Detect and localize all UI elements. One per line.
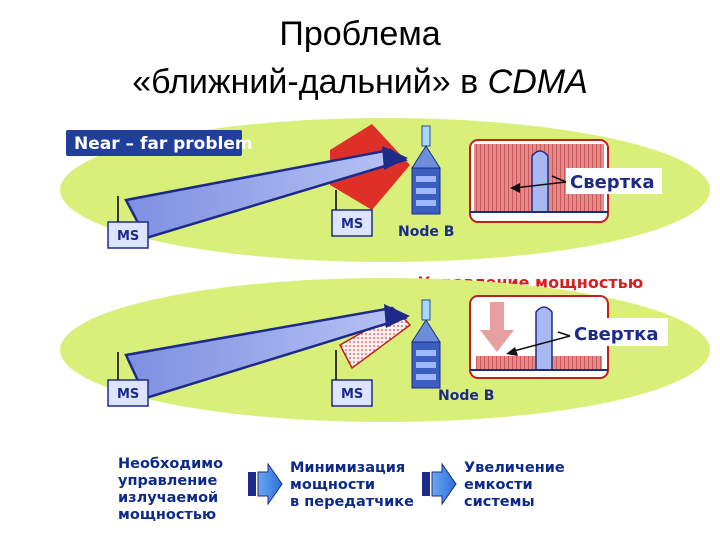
flow-arrow-1 [248, 462, 283, 506]
ms-far-bottom [107, 379, 149, 407]
far-ms-beam-arrowhead-bottom [384, 304, 410, 328]
node-b-tower-top [411, 125, 441, 215]
flow-step-minimize-power: Минимизация мощности в передатчике [290, 460, 414, 510]
title-main-text: «ближний-дальний» в [132, 63, 488, 101]
spectrum-label-top: Свертка [570, 172, 655, 193]
node-b-top-label: Node B [398, 224, 454, 240]
spectrum-label-bottom: Свертка [574, 324, 659, 345]
far-ms-beam-arrowhead [382, 146, 408, 170]
flow-arrow-2 [422, 462, 457, 506]
power-reduction-arrow [480, 302, 514, 352]
ms-near-bottom [331, 379, 373, 407]
slide-title-line2: «ближний-дальний» в CDMA [0, 62, 720, 102]
node-b-tower-bottom [411, 299, 441, 389]
near-far-badge [66, 130, 242, 156]
title-cdma-text: CDMA [487, 63, 588, 101]
slide-title-line1: Проблема [279, 15, 441, 53]
ms-far-bottom-label: MS [117, 387, 139, 402]
ms-near-bottom-label: MS [341, 387, 363, 402]
node-b-bottom-label: Node B [438, 388, 494, 404]
spectrum-label-bg-bottom [570, 318, 668, 346]
near-far-badge-text: Near – far problem [74, 134, 253, 154]
ms-near-top-label: MS [341, 217, 363, 232]
ms-far-top [107, 221, 149, 249]
ms-near-top [331, 209, 373, 237]
signal-peak-top [531, 150, 549, 213]
spectrum-label-bg-top [566, 168, 662, 194]
flow-step-capacity-increase: Увеличение емкости системы [464, 460, 565, 510]
signal-peak-bottom [535, 306, 553, 371]
ms-far-top-label: MS [117, 229, 139, 244]
flow-step-need-control: Необходимо управление излучаемой мощност… [118, 456, 224, 523]
